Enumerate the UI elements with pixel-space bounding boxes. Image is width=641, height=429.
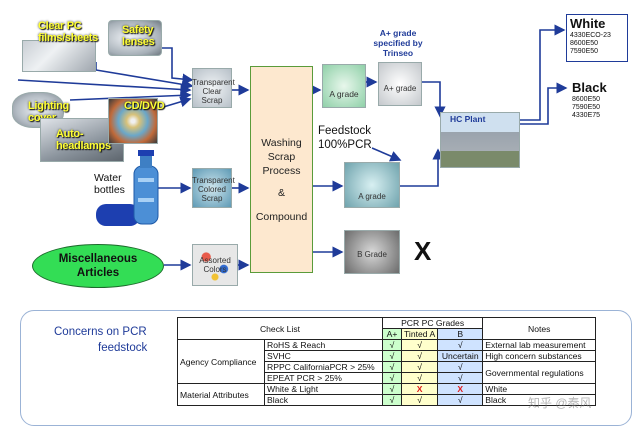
b-grade-photo — [344, 230, 400, 274]
cell-a-plus: √ — [382, 350, 402, 362]
grades-header: PCR PC Grades — [381, 317, 484, 329]
check-item: Black — [264, 394, 383, 406]
col-tinted-a: Tinted A — [400, 328, 439, 340]
hc-plant-photo — [440, 112, 520, 168]
cell-a-plus: √ — [382, 339, 402, 351]
watermark: 知乎 @秦风 — [528, 396, 592, 410]
col-b: B — [437, 328, 484, 340]
cd-dvd-label: CD/DVD — [124, 100, 165, 112]
misc-articles-ellipse — [32, 244, 164, 288]
checklist-header: Check List — [177, 317, 383, 340]
white-code-3: 7590E50 — [570, 48, 599, 55]
assorted-colors-label: Assorted Colors — [199, 256, 231, 274]
feedstock-label: Feedstock 100%PCR — [318, 125, 372, 151]
check-item: SVHC — [264, 350, 383, 362]
transparent-clear-scrap-photo — [192, 68, 232, 108]
group-agency: Agency Compliance — [177, 339, 265, 384]
safety-lenses-photo — [108, 20, 162, 56]
a-grade-photo-label: A grade — [358, 192, 386, 201]
cell-b: √ — [437, 394, 484, 406]
check-item: RPPC CaliforniaPCR > 25% — [264, 361, 383, 373]
concerns-title-2: feedstock — [98, 342, 148, 354]
white-output-title: White — [570, 16, 606, 31]
b-grade-label: B Grade — [357, 250, 387, 259]
process-line-2: Scrap — [267, 151, 296, 163]
table-row: SVHC √ √ Uncertain High concern substanc… — [178, 350, 597, 362]
a-plus-grade-photo-label: A+ grade — [383, 84, 417, 93]
cell-tinted: √ — [400, 394, 439, 406]
white-code-2: 8600E50 — [570, 40, 599, 47]
white-code-1: 4330ECO-23 — [570, 32, 611, 39]
cell-a-plus: √ — [382, 394, 402, 406]
cell-tinted: X — [400, 383, 439, 395]
black-code-3: 4330E75 — [572, 112, 601, 119]
checklist-table: Check List PCR PC Grades Notes A+ Tinted… — [177, 317, 597, 406]
washing-process-box: Washing Scrap Process & Compound — [250, 66, 313, 273]
water-bottle-icon — [96, 150, 159, 226]
cell-note: High concern substances — [482, 350, 597, 362]
misc-articles-label: Miscellaneous Articles — [58, 253, 138, 279]
cell-b: Uncertain — [437, 350, 484, 362]
notes-header: Notes — [482, 317, 597, 340]
cell-a-plus: √ — [382, 372, 402, 384]
cell-tinted: √ — [400, 350, 439, 362]
safety-lenses-label: Safety lenses — [122, 24, 155, 48]
auto-headlamps-label: Auto-headlamps — [56, 128, 111, 152]
white-output-box — [566, 14, 628, 62]
cell-note: Black — [482, 394, 597, 406]
clear-pc-label: Clear PC films/sheets — [38, 20, 98, 44]
assorted-colors-photo — [192, 244, 238, 286]
process-amp: & — [277, 187, 285, 199]
cd-dvd-photo — [108, 98, 158, 144]
process-line-4: Compound — [255, 211, 308, 223]
cell-note: Governmental regulations — [482, 361, 597, 384]
table-row: Material Attributes White & Light √ X X … — [177, 383, 597, 406]
transparent-colored-scrap-label: Transparent Colored Scrap — [192, 176, 235, 203]
cell-note: External lab measurement — [482, 339, 597, 351]
transparent-clear-scrap-label: Transparent Clear Scrap — [192, 78, 235, 105]
a-plus-grade-photo — [378, 62, 422, 106]
cell-note: White — [482, 383, 597, 395]
group-material: Material Attributes — [177, 383, 265, 406]
process-line-3: Process — [262, 165, 301, 177]
check-item: White & Light — [264, 383, 383, 395]
process-line-1: Washing — [261, 137, 302, 149]
clear-pc-photo — [22, 40, 96, 72]
col-a-plus: A+ — [382, 328, 402, 340]
concerns-title-1: Concerns on PCR — [54, 326, 147, 338]
cell-a-plus: √ — [382, 383, 402, 395]
table-row: Black √ √ √ Black — [178, 394, 597, 406]
a-grade-label: A grade — [329, 89, 359, 99]
table-row: RPPC CaliforniaPCR > 25% √ √ √ Governmen… — [178, 361, 597, 384]
cell-b: √ — [437, 361, 484, 373]
cell-b: X — [437, 383, 484, 395]
cell-tinted: √ — [400, 339, 439, 351]
cell-a-plus: √ — [382, 361, 402, 373]
a-plus-title: A+ grade specified by Trinseo — [373, 28, 423, 58]
check-item: RoHS & Reach — [264, 339, 383, 351]
a-grade-photo-bottom — [344, 162, 400, 208]
cell-tinted: √ — [400, 361, 439, 373]
check-item: EPEAT PCR > 25% — [264, 372, 383, 384]
water-bottles-label: Water bottles — [94, 172, 125, 196]
table-row: Agency Compliance RoHS & Reach √ √ √ Ext… — [177, 339, 597, 384]
cell-b: √ — [437, 372, 484, 384]
black-output-title: Black — [572, 80, 607, 95]
cell-b: √ — [437, 339, 484, 351]
cell-tinted: √ — [400, 372, 439, 384]
black-code-2: 7590E50 — [572, 104, 601, 111]
table-row: EPEAT PCR > 25% √ √ √ — [178, 372, 596, 384]
black-code-1: 8600E50 — [572, 96, 601, 103]
reject-mark: X — [414, 236, 432, 266]
transparent-colored-scrap-photo — [192, 168, 232, 208]
a-grade-photo-top — [322, 64, 366, 108]
hc-plant-label: HC Plant — [450, 114, 486, 124]
